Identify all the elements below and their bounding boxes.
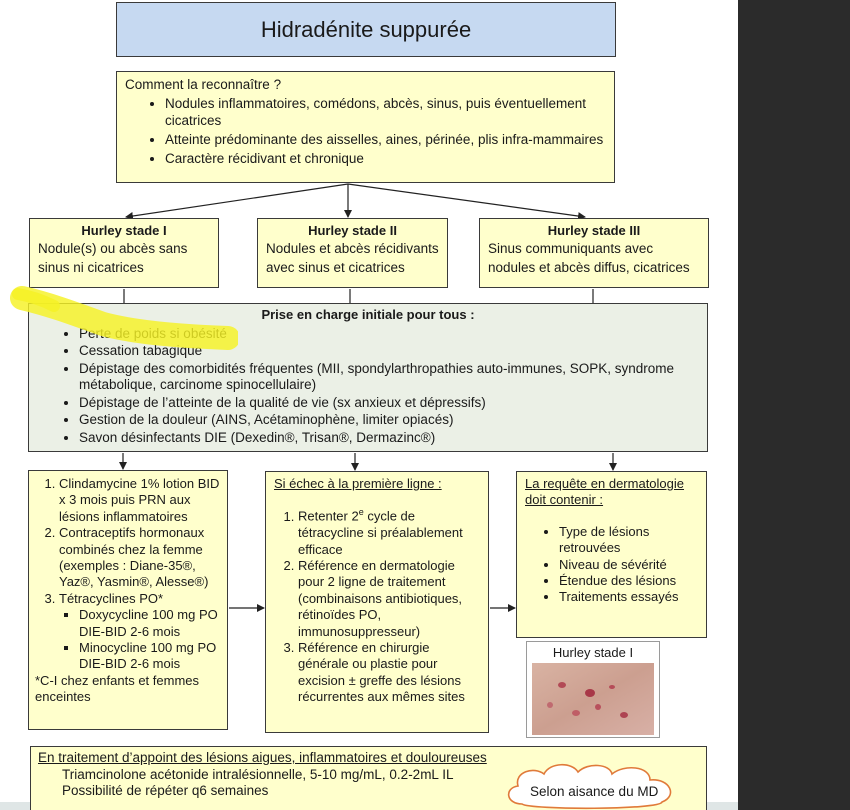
referral-list: Type de lésions retrouvées Niveau de sév… [525,524,698,606]
first-line-item-3: Tétracyclines PO* [59,591,163,606]
list-item: Savon désinfectants DIE (Dexedin®, Trisa… [79,430,697,447]
list-item: Nodules inflammatoires, comédons, abcès,… [165,95,606,129]
list-item: Atteinte prédominante des aisselles, ain… [165,131,606,148]
second-line-item-1-a: Retenter 2 [298,509,359,524]
list-item: Dépistage des comorbidités fréquentes (M… [79,361,697,394]
stage-3-heading: Hurley stade III [488,222,700,239]
stage-3-text: Sinus communiquants avec nodules et abcè… [488,239,700,277]
stage-3-box: Hurley stade III Sinus communiquants ave… [479,218,709,288]
list-item: Tétracyclines PO* Doxycycline 100 mg PO … [59,591,221,673]
photo-caption: Hurley stade I [527,645,659,660]
list-item: Caractère récidivant et chronique [165,150,606,167]
stage-1-heading: Hurley stade I [38,222,210,239]
list-item: Contraceptifs hormonaux combinés chez la… [59,525,221,591]
stage-2-heading: Hurley stade II [266,222,439,239]
list-item: Minocycline 100 mg PO DIE-BID 2-6 mois [79,640,221,673]
title-box: Hidradénite suppurée [116,2,616,57]
list-item: Retenter 2e cycle de tétracycline si pré… [298,504,480,558]
recognition-list: Nodules inflammatoires, comédons, abcès,… [125,95,606,167]
page-title: Hidradénite suppurée [261,17,471,43]
list-item: Étendue des lésions [559,573,698,589]
second-line-box: Si échec à la première ligne : Retenter … [265,471,489,733]
list-item: Doxycycline 100 mg PO DIE-BID 2-6 mois [79,607,221,640]
list-item: Traitements essayés [559,589,698,605]
list-item: Niveau de sévérité [559,557,698,573]
stage-2-box: Hurley stade II Nodules et abcès récidiv… [257,218,448,288]
first-line-item-1: Clindamycine 1% lotion BID x 3 mois puis… [59,476,219,524]
viewer-side-panel [738,0,850,810]
list-item: Dépistage de l’atteinte de la qualité de… [79,395,697,412]
first-line-box: Clindamycine 1% lotion BID x 3 mois puis… [28,470,228,730]
referral-heading: La requête en dermatologie doit contenir… [525,476,698,509]
first-line-item-2: Contraceptifs hormonaux combinés chez la… [59,525,208,589]
list-item: Clindamycine 1% lotion BID x 3 mois puis… [59,476,221,525]
tetracycline-sublist: Doxycycline 100 mg PO DIE-BID 2-6 mois M… [59,607,221,673]
cloud-note: Selon aisance du MD [530,784,658,799]
recognition-box: Comment la reconnaître ? Nodules inflamm… [116,71,615,183]
list-item: Référence en dermatologie pour 2 ligne d… [298,558,480,640]
stage-1-text: Nodule(s) ou abcès sans sinus ni cicatri… [38,239,210,277]
list-item: Référence en chirurgie générale ou plast… [298,640,480,706]
stage-1-box: Hurley stade I Nodule(s) ou abcès sans s… [29,218,219,288]
first-line-footnote: *C-I chez enfants et femmes enceintes [35,673,221,706]
second-line-list: Retenter 2e cycle de tétracycline si pré… [274,504,480,705]
highlighter-mark [8,286,238,356]
list-item: Type de lésions retrouvées [559,524,698,557]
clinical-photo: Hurley stade I [526,641,660,738]
second-line-heading: Si échec à la première ligne : [274,476,480,492]
first-line-list: Clindamycine 1% lotion BID x 3 mois puis… [35,476,221,673]
recognition-heading: Comment la reconnaître ? [125,76,606,93]
stage-2-text: Nodules et abcès récidivants avec sinus … [266,239,439,277]
skin-lesion-image [532,663,654,735]
referral-box: La requête en dermatologie doit contenir… [516,471,707,638]
list-item: Gestion de la douleur (AINS, Acétaminoph… [79,412,697,429]
